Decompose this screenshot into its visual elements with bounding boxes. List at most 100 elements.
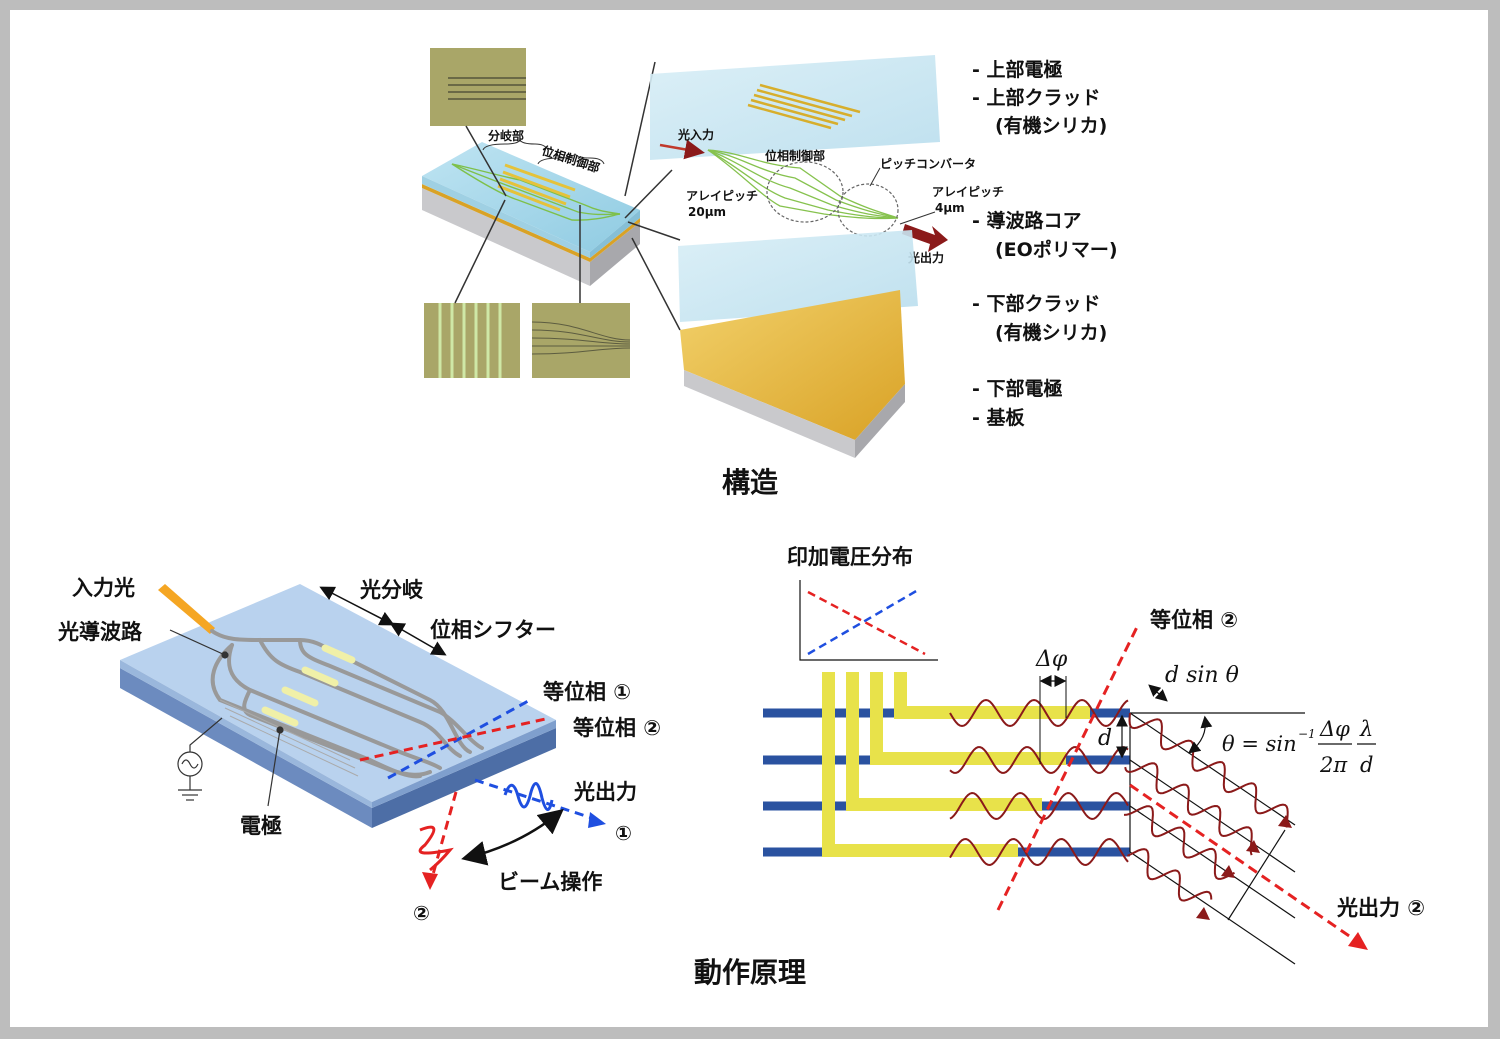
ground-icon — [178, 789, 202, 801]
wave-row-1 — [949, 698, 1129, 728]
output-wave-arrowheads — [1196, 815, 1292, 920]
layer-label-lower-electrode: - 下部電極 — [972, 377, 1063, 400]
micrograph-bottom-right-lines — [531, 321, 631, 355]
label-equiphase1: 等位相 ① — [543, 680, 631, 704]
output2-wave — [418, 825, 454, 872]
voltage-axes — [799, 580, 938, 661]
formula-lhs: θ = sin — [1222, 732, 1297, 756]
beam-steer-arrow — [461, 808, 564, 866]
array-out-pointer — [899, 211, 936, 225]
core-label-phase: 位相制御部 — [765, 148, 825, 163]
equiphase1-line — [387, 698, 531, 780]
device-electrode-lines — [219, 699, 359, 777]
output2-right-arrowhead — [1348, 932, 1368, 950]
out-wave-4 — [1126, 848, 1213, 902]
principle-left-section: 入力光 光導波路 光分岐 位相シフター 等位相 ① 等位相 ② 電極 光出力 ①… — [57, 576, 661, 925]
equiphase2-right-line — [996, 624, 1140, 911]
left-pointer-lines — [169, 629, 284, 807]
phase-shifter-span-arrow — [389, 622, 447, 656]
layer-lower-electrode — [680, 290, 905, 440]
device-slab-top-edge — [120, 660, 372, 808]
theta-arc-arrow — [1188, 715, 1213, 754]
dsin-arrow — [1148, 684, 1168, 702]
formula-exponent: −1 — [1298, 727, 1316, 741]
equiphase2-line — [359, 716, 551, 762]
pitch-converter-circle — [837, 183, 899, 237]
voltage-line-blue — [807, 588, 919, 656]
figure-frame: 分岐部 位相制御部 — [10, 10, 1488, 1027]
source-wire — [189, 717, 223, 752]
output1-arrowhead — [588, 812, 606, 828]
label-out2: ② — [413, 901, 430, 925]
wave-row-4 — [949, 837, 1129, 867]
label-equiphase2: 等位相 ② — [573, 716, 661, 740]
out-wave-1 — [1128, 712, 1289, 828]
core-waveguides — [707, 149, 899, 220]
output1-arrow-line — [474, 778, 599, 822]
core-label-array-out-val: 4μm — [935, 201, 965, 215]
layer-substrate-side — [855, 384, 905, 458]
label-electrode: 電極 — [240, 814, 282, 838]
output-beam-lines — [1129, 712, 1305, 965]
core-label-array-in: アレイピッチ — [686, 189, 758, 203]
phase-control-circle — [766, 161, 844, 223]
formula-num2: λ — [1359, 717, 1373, 741]
label-equiphase2-right: 等位相 ② — [1150, 608, 1238, 632]
splitter-span-arrow — [319, 586, 395, 626]
micrograph-top — [430, 48, 526, 126]
label-dphi: Δφ — [1035, 647, 1068, 672]
device-electrodes — [261, 644, 356, 727]
chip-label-phase: 位相制御部 — [540, 143, 602, 176]
layer-label-lower-cladding-note: (有機シリカ) — [995, 321, 1107, 344]
core-label-pitch-converter: ピッチコンバータ — [880, 157, 976, 171]
input-arrow — [659, 139, 705, 160]
ac-source-wave — [181, 759, 199, 769]
layer-label-lower-cladding: - 下部クラッド — [972, 292, 1101, 315]
input-light-beam — [158, 584, 215, 634]
brace-phase — [537, 153, 605, 165]
layer-legend: - 上部電極 - 上部クラッド (有機シリカ) - 導波路コア (EOポリマー)… — [972, 58, 1118, 429]
output2-right-arrow — [1129, 783, 1356, 942]
pitch-converter-pointer — [869, 167, 881, 187]
array-waveguides — [763, 708, 1130, 857]
layer-label-upper-electrode: - 上部電極 — [972, 58, 1063, 81]
layer-upper-electrode — [747, 83, 861, 130]
out-wave-2 — [1124, 762, 1253, 856]
chip-electrodes — [497, 163, 576, 212]
chip-substrate-front — [422, 188, 590, 286]
label-splitter: 光分岐 — [359, 578, 424, 602]
output1-wave — [503, 782, 554, 811]
output-arrow — [902, 224, 948, 252]
label-dsin: d sin θ — [1165, 663, 1239, 688]
guided-waves — [949, 698, 1129, 867]
micrograph-top-lines — [448, 77, 526, 100]
chip-label-branch: 分岐部 — [488, 128, 524, 143]
micrograph-bottom-left-lines — [438, 303, 502, 378]
structure-title: 構造 — [722, 466, 778, 499]
layer-substrate-front — [684, 370, 855, 458]
out-wave-3 — [1123, 805, 1235, 880]
brace-branch — [482, 138, 549, 151]
wave-row-2 — [949, 746, 1129, 774]
principle-right-section: 印加電圧分布 — [763, 545, 1425, 965]
chip-waveguides — [451, 163, 621, 221]
chip-side-glass — [590, 210, 640, 258]
voltage-line-red — [807, 590, 926, 656]
label-beam-steer: ビーム操作 — [498, 870, 602, 894]
device-slab-top-edge-r — [372, 720, 556, 808]
callout-lines — [454, 61, 681, 331]
layer-label-core-note: (EOポリマー) — [995, 238, 1118, 261]
formula-den2: d — [1360, 753, 1373, 777]
output-waves — [1123, 712, 1289, 902]
device-slab-side — [120, 668, 372, 828]
label-voltage-distribution: 印加電圧分布 — [787, 545, 913, 569]
array-electrodes — [822, 672, 1090, 857]
device-slab-side-right — [372, 728, 556, 828]
label-phase-shifter: 位相シフター — [430, 618, 556, 642]
layer-label-upper-cladding: - 上部クラッド — [972, 86, 1101, 109]
label-input-light: 入力光 — [72, 576, 135, 600]
structure-section: 分岐部 位相制御部 — [422, 48, 1118, 499]
output2-arrowhead — [422, 872, 438, 890]
principle-title: 動作原理 — [694, 956, 806, 989]
label-output2-right: 光出力 ② — [1336, 896, 1425, 920]
